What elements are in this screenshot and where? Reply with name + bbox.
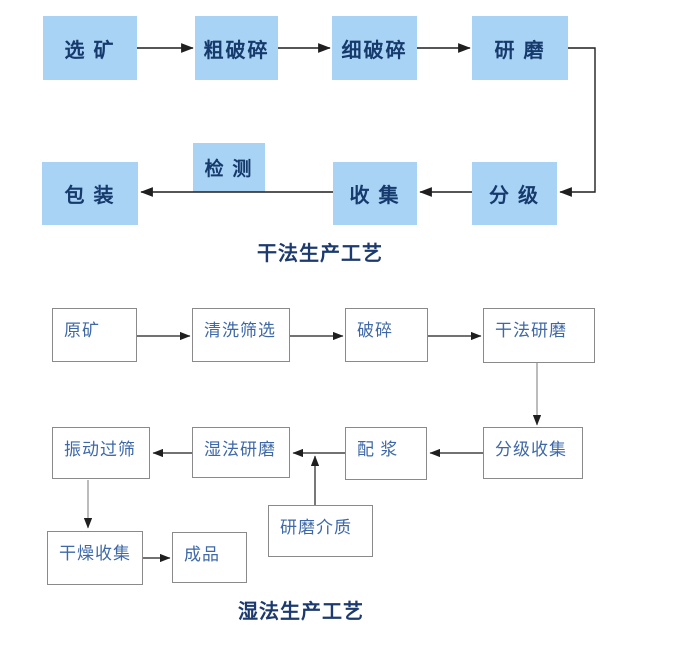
flow-node-drying-collect: 干燥收集 — [47, 531, 143, 585]
flow-node-classify-collect: 分级收集 — [483, 427, 583, 479]
flow-node-washing-screening: 清洗筛选 — [192, 308, 290, 362]
flow-node-coarse-crushing: 粗破碎 — [195, 16, 278, 80]
flow-node-collection: 收 集 — [333, 162, 417, 225]
flow-node-finished-product: 成品 — [172, 532, 247, 583]
flow-node-slurry-mixing: 配 浆 — [345, 427, 427, 480]
dry-process-title: 干法生产工艺 — [257, 243, 383, 265]
flow-node-ore-selection: 选 矿 — [43, 16, 137, 80]
flow-node-crushing: 破碎 — [345, 308, 428, 362]
flow-node-classification: 分 级 — [472, 162, 557, 225]
flow-node-grinding-media: 研磨介质 — [268, 505, 373, 557]
flow-node-wet-grinding: 湿法研磨 — [192, 427, 290, 478]
flow-node-dry-grinding: 干法研磨 — [483, 308, 595, 363]
flow-node-raw-ore: 原矿 — [52, 308, 137, 362]
flow-node-inspection: 检 测 — [193, 143, 265, 192]
flow-node-fine-crushing: 细破碎 — [332, 16, 417, 80]
wet-process-title: 湿法生产工艺 — [238, 601, 364, 623]
flow-node-packaging: 包 装 — [42, 162, 138, 225]
flow-node-grinding: 研 磨 — [472, 16, 568, 80]
flow-node-vibrating-screen: 振动过筛 — [52, 427, 150, 479]
